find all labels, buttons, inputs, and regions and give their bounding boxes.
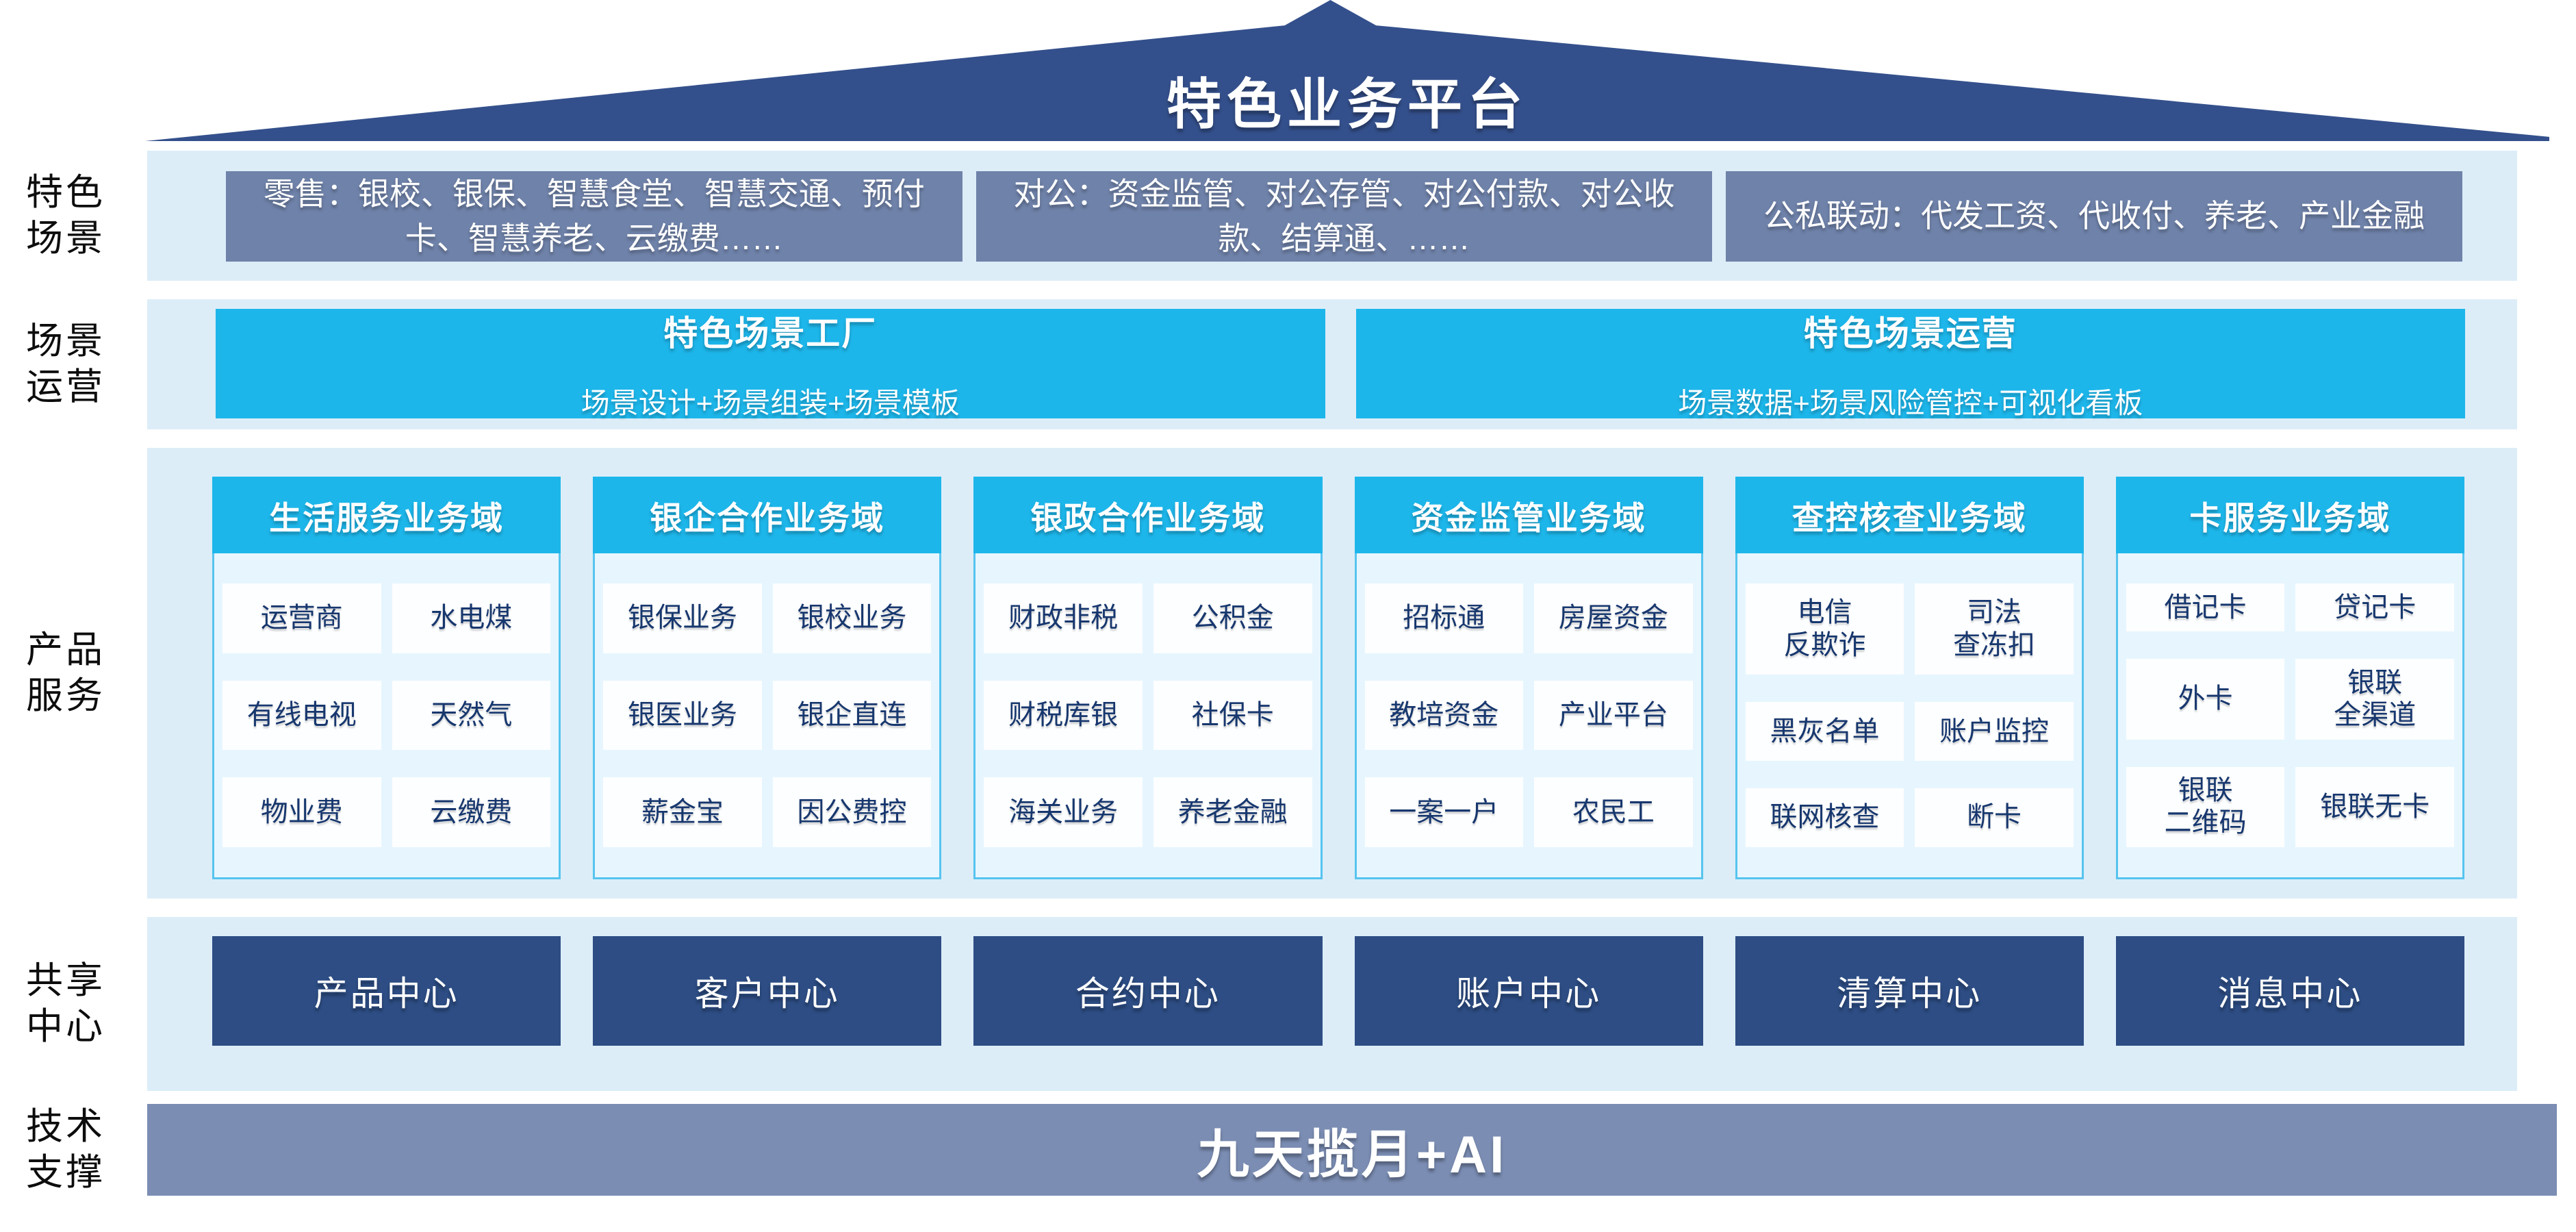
domain-cell: 银联 全渠道 <box>2295 659 2455 740</box>
op-box-subtitle: 场景设计+场景组装+场景模板 <box>581 386 960 419</box>
center-box-clearing: 清算中心 <box>1735 936 2084 1046</box>
roof-banner: 特色业务平台 <box>145 0 2549 141</box>
domain-cell: 产业平台 <box>1534 680 1693 751</box>
domain-body: 运营商 水电煤 有线电视 天然气 物业费 云缴费 <box>212 553 561 879</box>
domain-cell: 海关业务 <box>984 777 1143 847</box>
platform-title: 特色业务平台 <box>1166 74 1528 135</box>
domain-header: 卡服务业务域 <box>2115 477 2465 553</box>
domain-cell: 银联 二维码 <box>2126 766 2285 847</box>
domain-body: 电信 反欺诈 司法 查冻扣 黑灰名单 账户监控 联网核查 断卡 <box>1735 553 2084 879</box>
side-label-featured-scenes: 特色 场景 <box>26 172 105 259</box>
scene-box-retail: 零售：银校、银保、智慧食堂、智慧交通、预付卡、智慧养老、云缴费…… <box>226 171 962 262</box>
domain-col-bank-government: 银政合作业务域 财政非税 公积金 财税库银 社保卡 海关业务 养老金融 <box>973 477 1323 879</box>
domain-header: 查控核查业务域 <box>1735 477 2084 553</box>
domain-cell: 一案一户 <box>1364 777 1524 847</box>
domain-cell: 银保业务 <box>603 583 762 653</box>
scene-box-linkage: 公私联动：代发工资、代收付、养老、产业金融 <box>1726 171 2463 262</box>
domain-cell: 财政非税 <box>984 583 1143 653</box>
domain-cell: 社保卡 <box>1153 680 1312 751</box>
domain-col-life-service: 生活服务业务域 运营商 水电煤 有线电视 天然气 物业费 云缴费 <box>212 477 561 879</box>
domain-cell: 公积金 <box>1153 583 1312 653</box>
band-featured-scenes: 零售：银校、银保、智慧食堂、智慧交通、预付卡、智慧养老、云缴费…… 对公：资金监… <box>147 151 2517 281</box>
domain-cell: 教培资金 <box>1364 680 1524 751</box>
domain-cell: 房屋资金 <box>1534 583 1693 653</box>
domain-cell: 有线电视 <box>222 680 381 751</box>
domain-cell: 黑灰名单 <box>1745 702 1904 762</box>
domain-col-fund-supervision: 资金监管业务域 招标通 房屋资金 教培资金 产业平台 一案一户 农民工 <box>1354 477 1703 879</box>
domain-cell: 养老金融 <box>1153 777 1312 847</box>
center-box-customer: 客户中心 <box>593 936 942 1046</box>
domain-cell: 联网核查 <box>1745 788 1904 847</box>
op-box-scene-operation: 特色场景运营 场景数据+场景风险管控+可视化看板 <box>1355 309 2465 419</box>
domain-col-bank-enterprise: 银企合作业务域 银保业务 银校业务 银医业务 银企直连 薪金宝 因公费控 <box>593 477 942 879</box>
domain-cell: 银校业务 <box>772 583 932 653</box>
scene-box-corporate: 对公：资金监管、对公存管、对公付款、对公收款、结算通、…… <box>975 171 1713 262</box>
domain-col-inquiry-control: 查控核查业务域 电信 反欺诈 司法 查冻扣 黑灰名单 账户监控 联网核查 断卡 <box>1735 477 2084 879</box>
domain-cell: 借记卡 <box>2126 583 2285 632</box>
domain-cell: 薪金宝 <box>603 777 762 847</box>
domain-cell: 运营商 <box>222 583 381 653</box>
side-label-scene-operation: 场景 运营 <box>26 320 105 407</box>
domain-cell: 银企直连 <box>772 680 932 751</box>
domain-header: 生活服务业务域 <box>212 477 561 553</box>
domain-cell: 外卡 <box>2126 659 2285 740</box>
center-box-account: 账户中心 <box>1354 936 1703 1046</box>
tech-support-text: 九天揽月+AI <box>1197 1126 1507 1184</box>
domain-cell: 农民工 <box>1534 777 1693 847</box>
domain-cell: 云缴费 <box>392 777 551 847</box>
domain-cell: 电信 反欺诈 <box>1745 583 1904 675</box>
center-box-product: 产品中心 <box>212 936 561 1046</box>
center-box-contract: 合约中心 <box>973 936 1323 1046</box>
domain-body: 财政非税 公积金 财税库银 社保卡 海关业务 养老金融 <box>973 553 1323 879</box>
domain-body: 借记卡 贷记卡 外卡 银联 全渠道 银联 二维码 银联无卡 <box>2115 553 2465 879</box>
domain-cell: 天然气 <box>392 680 551 751</box>
domain-header: 银政合作业务域 <box>973 477 1323 553</box>
band-shared-centers: 产品中心 客户中心 合约中心 账户中心 清算中心 消息中心 <box>147 917 2517 1091</box>
band-tech-support: 九天揽月+AI <box>147 1104 2557 1196</box>
domain-cell: 招标通 <box>1364 583 1524 653</box>
domain-cell: 断卡 <box>1915 788 2074 847</box>
op-box-title: 特色场景工厂 <box>663 314 878 353</box>
domain-cell: 水电煤 <box>392 583 551 653</box>
op-box-subtitle: 场景数据+场景风险管控+可视化看板 <box>1678 386 2143 419</box>
domain-header: 银企合作业务域 <box>593 477 942 553</box>
side-label-tech-support: 技术 支撑 <box>26 1106 105 1193</box>
side-label-product-service: 产品 服务 <box>26 629 105 716</box>
domain-cell: 账户监控 <box>1915 702 2074 762</box>
domain-header: 资金监管业务域 <box>1354 477 1703 553</box>
domain-cell: 贷记卡 <box>2295 583 2455 632</box>
band-product-service: 生活服务业务域 运营商 水电煤 有线电视 天然气 物业费 云缴费 银企合作业务域… <box>147 448 2517 898</box>
domain-cell: 物业费 <box>222 777 381 847</box>
op-box-title: 特色场景运营 <box>1803 314 2017 353</box>
domain-body: 银保业务 银校业务 银医业务 银企直连 薪金宝 因公费控 <box>593 553 942 879</box>
domain-cell: 司法 查冻扣 <box>1915 583 2074 675</box>
domain-cell: 银医业务 <box>603 680 762 751</box>
side-label-shared-center: 共享 中心 <box>26 960 105 1047</box>
domain-col-card-service: 卡服务业务域 借记卡 贷记卡 外卡 银联 全渠道 银联 二维码 银联无卡 <box>2115 477 2465 879</box>
domain-cell: 因公费控 <box>772 777 932 847</box>
domain-cell: 财税库银 <box>984 680 1143 751</box>
op-box-scene-factory: 特色场景工厂 场景设计+场景组装+场景模板 <box>216 309 1325 419</box>
band-scene-operation: 特色场景工厂 场景设计+场景组装+场景模板 特色场景运营 场景数据+场景风险管控… <box>147 299 2517 429</box>
domain-body: 招标通 房屋资金 教培资金 产业平台 一案一户 农民工 <box>1354 553 1703 879</box>
domain-cell: 银联无卡 <box>2295 766 2455 847</box>
center-box-message: 消息中心 <box>2115 936 2465 1046</box>
